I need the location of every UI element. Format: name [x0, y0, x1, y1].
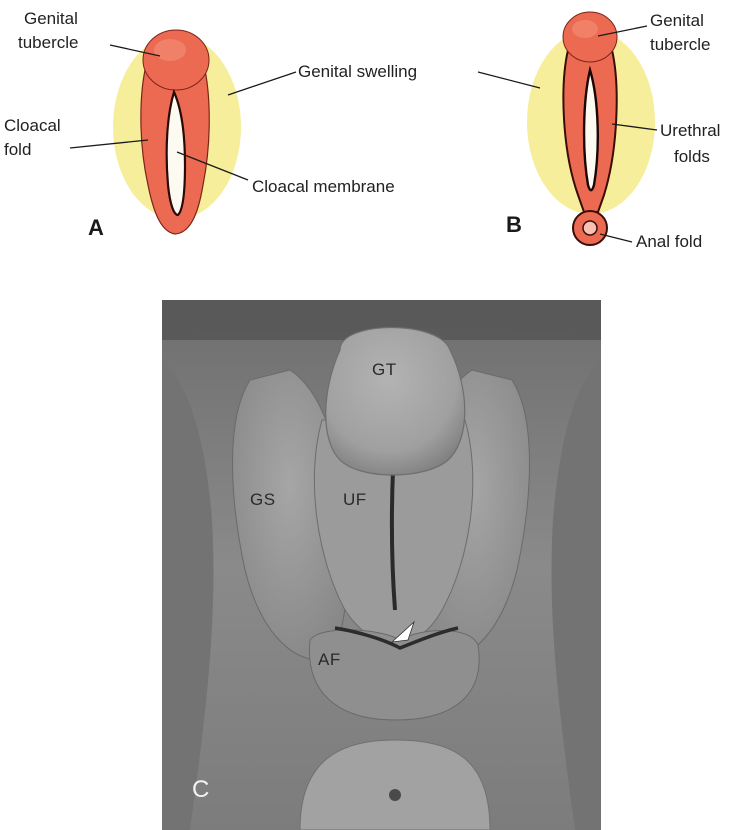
label-c-uf: UF — [343, 490, 367, 510]
label-c-gt: GT — [372, 360, 397, 380]
label-b-genital-tubercle-line1: Genital — [650, 10, 704, 31]
panel-c-letter: C — [192, 776, 210, 804]
label-a-cloacal-membrane: Cloacal membrane — [252, 176, 395, 197]
panel-b-tubercle-highlight — [572, 20, 598, 38]
leader-a-genital-swelling — [228, 72, 296, 95]
label-c-af: AF — [318, 650, 341, 670]
leader-b-genital-swelling — [478, 72, 540, 88]
label-a-genital-tubercle-line1: Genital — [24, 8, 78, 29]
panel-a-tubercle-highlight — [154, 39, 186, 61]
label-b-genital-tubercle-line2: tubercle — [650, 34, 710, 55]
label-b-urethral-folds-line2: folds — [674, 146, 710, 167]
panel-c-lower-pit — [389, 789, 401, 801]
panel-a-letter: A — [88, 215, 104, 241]
label-c-gs: GS — [250, 490, 276, 510]
panel-b-letter: B — [506, 212, 522, 238]
panel-c-genital-tubercle — [326, 328, 465, 476]
label-b-urethral-folds-line1: Urethral — [660, 120, 720, 141]
label-a-genital-tubercle-line2: tubercle — [18, 32, 78, 53]
panel-b-anal-opening — [583, 221, 597, 235]
label-a-cloacal-fold-line2: fold — [4, 139, 31, 160]
label-genital-swelling: Genital swelling — [298, 61, 417, 82]
label-b-anal-fold: Anal fold — [636, 231, 702, 252]
label-a-cloacal-fold-line1: Cloacal — [4, 115, 61, 136]
